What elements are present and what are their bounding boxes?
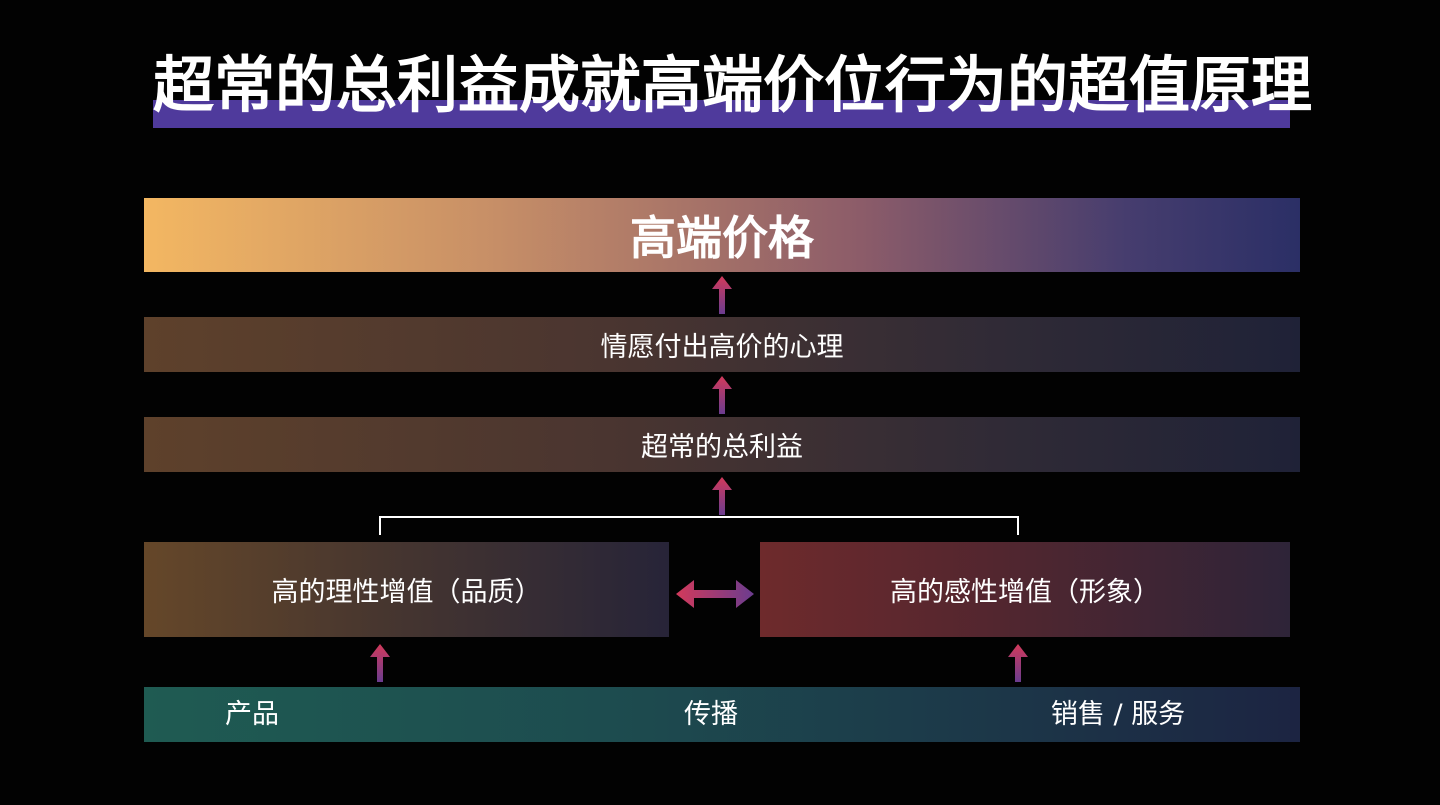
up-arrow-icon bbox=[1008, 644, 1028, 682]
double-arrow-icon bbox=[676, 580, 754, 608]
up-arrow-icon bbox=[712, 477, 732, 515]
up-arrow-icon bbox=[712, 276, 732, 314]
rational-value-box: 高的理性增值（品质） bbox=[144, 542, 669, 637]
level-high-price: 高端价格 bbox=[144, 198, 1300, 272]
emotional-value-box: 高的感性增值（形象） bbox=[760, 542, 1290, 637]
foundation-band: 产品 传播 销售 / 服务 bbox=[144, 687, 1300, 742]
page-title: 超常的总利益成就高端价位行为的超值原理 bbox=[153, 50, 1313, 121]
foundation-communication: 传播 bbox=[684, 699, 738, 730]
foundation-product: 产品 bbox=[225, 699, 279, 730]
foundation-sales-service: 销售 / 服务 bbox=[1050, 699, 1186, 730]
merge-bracket bbox=[379, 516, 1019, 535]
up-arrow-icon bbox=[712, 376, 732, 414]
up-arrow-icon bbox=[370, 644, 390, 682]
title-block: 超常的总利益成就高端价位行为的超值原理 bbox=[153, 48, 1313, 128]
title-highlight-bar bbox=[153, 100, 1290, 128]
level-total-benefit: 超常的总利益 bbox=[144, 417, 1300, 472]
level-willing-to-pay: 情愿付出高价的心理 bbox=[144, 317, 1300, 372]
